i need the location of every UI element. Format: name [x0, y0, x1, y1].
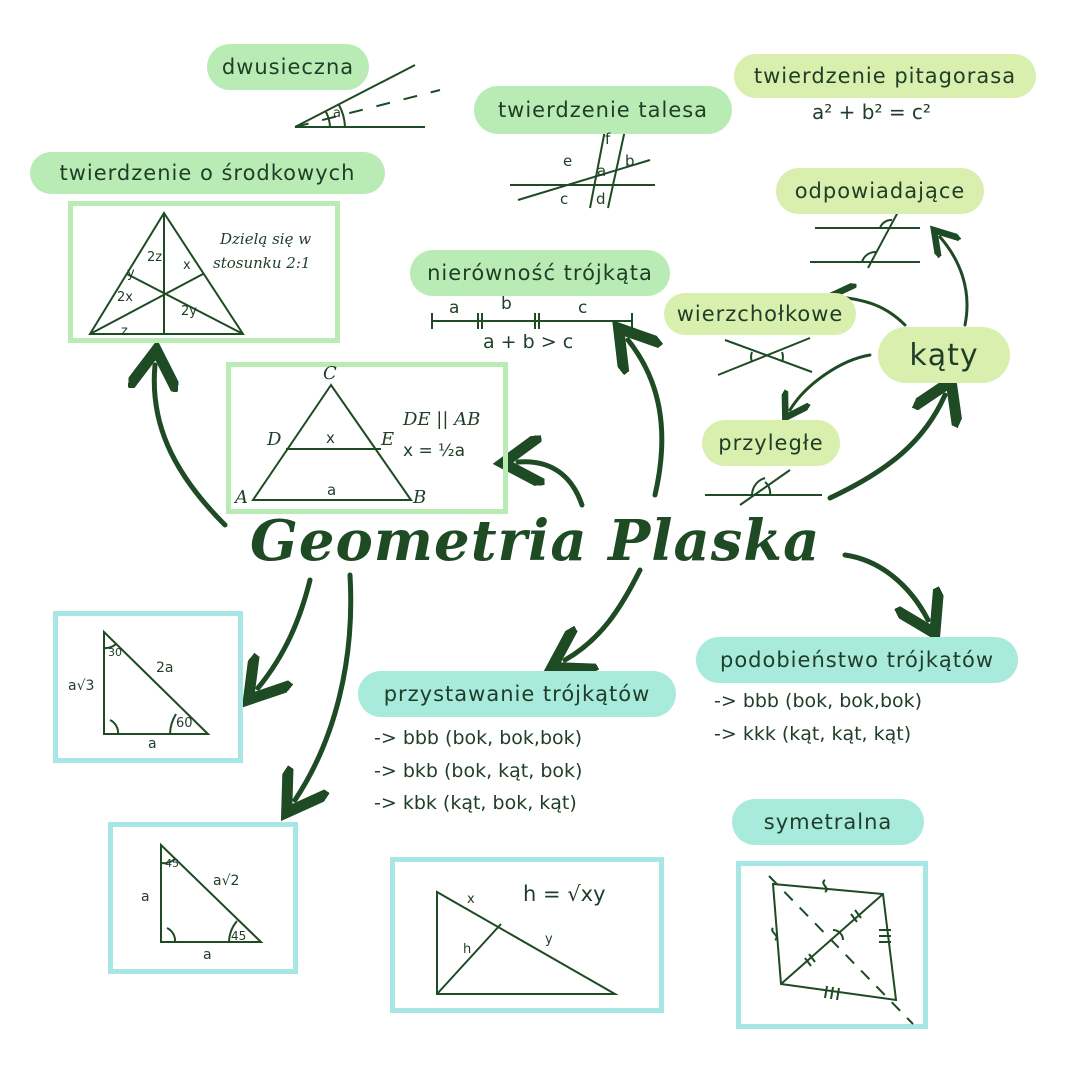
arrow-to-medians	[154, 365, 228, 528]
pill-twierdzenie-pitagorasa: twierdzenie pitagorasa	[734, 54, 1036, 98]
inequality-drawing	[431, 313, 633, 329]
bisector-angle-label: a	[333, 106, 341, 121]
tales-label-c: c	[560, 190, 569, 208]
arrow-to-45-45	[295, 572, 354, 800]
medians-label-x: x	[183, 258, 191, 273]
page-title: Geometria Plaska	[250, 508, 821, 574]
medians-label-y: y	[127, 266, 135, 281]
tales-label-a: a	[597, 162, 607, 180]
arrow-to-katy	[827, 395, 945, 501]
tales-drawing	[510, 129, 655, 209]
pill-twierdzenie-o-srodkowych: twierdzenie o środkowych	[30, 152, 385, 194]
arrow-to-30-60	[258, 577, 313, 688]
height-label-y: y	[545, 932, 553, 947]
triangle-45-drawing	[160, 842, 264, 943]
medians-label-2z: 2z	[147, 250, 163, 265]
inequality-label-b: b	[501, 294, 512, 314]
przystawanie-item-bbb: -> bbb (bok, bok,bok)	[374, 727, 583, 749]
t45-label-a: a	[141, 889, 150, 905]
t30-label-a3: a√3	[68, 678, 95, 694]
midline-label-E: E	[381, 429, 395, 450]
medians-label-2x: 2x	[117, 290, 133, 305]
adjacent-angles-drawing	[705, 469, 822, 506]
midline-label-a: a	[327, 481, 337, 499]
triangle-30-60-box: 30 2a a√3 60 a	[53, 611, 243, 763]
pill-przylegle: przyległe	[702, 420, 840, 466]
symetralna-drawing	[768, 875, 914, 1025]
podobienstwo-item-bbb: -> bbb (bok, bok,bok)	[714, 690, 923, 712]
tales-label-f: f	[605, 130, 611, 148]
t45-label-45top: 45	[165, 857, 179, 870]
tales-label-e: e	[563, 152, 573, 170]
podobienstwo-item-kkk: -> kkk (kąt, kąt, kąt)	[714, 723, 912, 745]
pitagorasa-formula: a² + b² = c²	[812, 100, 931, 124]
przystawanie-item-kbk: -> kbk (kąt, bok, kąt)	[374, 792, 577, 814]
height-triangle	[436, 890, 619, 995]
arrow-to-przystawanie	[565, 567, 643, 660]
height-label-h: h	[463, 942, 472, 957]
pill-podobienstwo-trojkatow: podobieństwo trójkątów	[696, 637, 1018, 683]
medians-note-line1: Dzielą się w	[220, 230, 312, 248]
triangle-45-box: 45 a√2 a 45 a	[108, 822, 298, 974]
symetralna-box	[736, 861, 928, 1029]
midline-label-A: A	[235, 487, 248, 508]
inequality-formula: a + b > c	[483, 331, 574, 353]
t30-label-a: a	[148, 736, 157, 752]
pill-wierzcholkowe: wierzchołkowe	[664, 293, 856, 335]
t30-label-2a: 2a	[156, 660, 174, 676]
arrow-katy-to-odpowiadajace	[940, 237, 969, 327]
arrow-katy-to-przylegle	[790, 353, 872, 410]
midline-formula-half: x = ½a	[403, 441, 466, 461]
height-formula: h = √xy	[523, 882, 606, 906]
pill-odpowiadajace: odpowiadające	[776, 168, 984, 214]
midline-formula-parallel: DE || AB	[403, 409, 481, 430]
inequality-label-a: a	[449, 298, 460, 318]
midline-label-B: B	[413, 487, 427, 508]
medians-triangle	[88, 211, 245, 335]
midline-label-x: x	[326, 429, 335, 447]
bisector-drawing	[294, 64, 441, 128]
pill-twierdzenie-talesa: twierdzenie talesa	[474, 86, 732, 134]
inequality-label-c: c	[578, 298, 588, 318]
medians-label-2y: 2y	[181, 304, 197, 319]
corresponding-angles-drawing	[810, 211, 920, 269]
midline-label-C: C	[323, 363, 337, 384]
midline-box: C D E x A a B DE || AB x = ½a	[226, 362, 508, 514]
tales-label-b: b	[625, 152, 635, 170]
t45-label-45: 45	[231, 929, 247, 943]
arrow-to-inequality	[628, 340, 665, 498]
arrow-to-podobienstwo	[842, 552, 928, 620]
pill-przystawanie-trojkatow: przystawanie trójkątów	[358, 671, 676, 717]
t45-label-abottom: a	[203, 947, 212, 963]
pill-katy: kąty	[878, 327, 1010, 383]
pill-nierownosc-trojkata: nierówność trójkąta	[410, 250, 670, 296]
pill-dwusieczna: dwusieczna	[207, 44, 369, 90]
height-label-x: x	[467, 892, 475, 907]
medians-box: 2z y x 2x 2y z Dzielą się w stosunku 2:1	[68, 201, 340, 343]
t45-label-a2: a√2	[213, 873, 240, 889]
pill-symetralna: symetralna	[732, 799, 924, 845]
medians-label-z: z	[121, 324, 128, 339]
midline-triangle	[251, 383, 413, 501]
arrow-to-midline	[518, 462, 585, 508]
triangle-30-60-drawing	[103, 629, 211, 735]
t30-label-30: 30	[108, 646, 122, 659]
medians-note-line2: stosunku 2:1	[213, 254, 311, 272]
midline-label-D: D	[267, 429, 282, 450]
t30-label-60: 60	[176, 716, 193, 731]
height-box: x y h h = √xy	[390, 857, 664, 1013]
vertical-angles-drawing	[717, 337, 813, 376]
tales-label-d: d	[596, 190, 606, 208]
przystawanie-item-bkb: -> bkb (bok, kąt, bok)	[374, 760, 583, 782]
